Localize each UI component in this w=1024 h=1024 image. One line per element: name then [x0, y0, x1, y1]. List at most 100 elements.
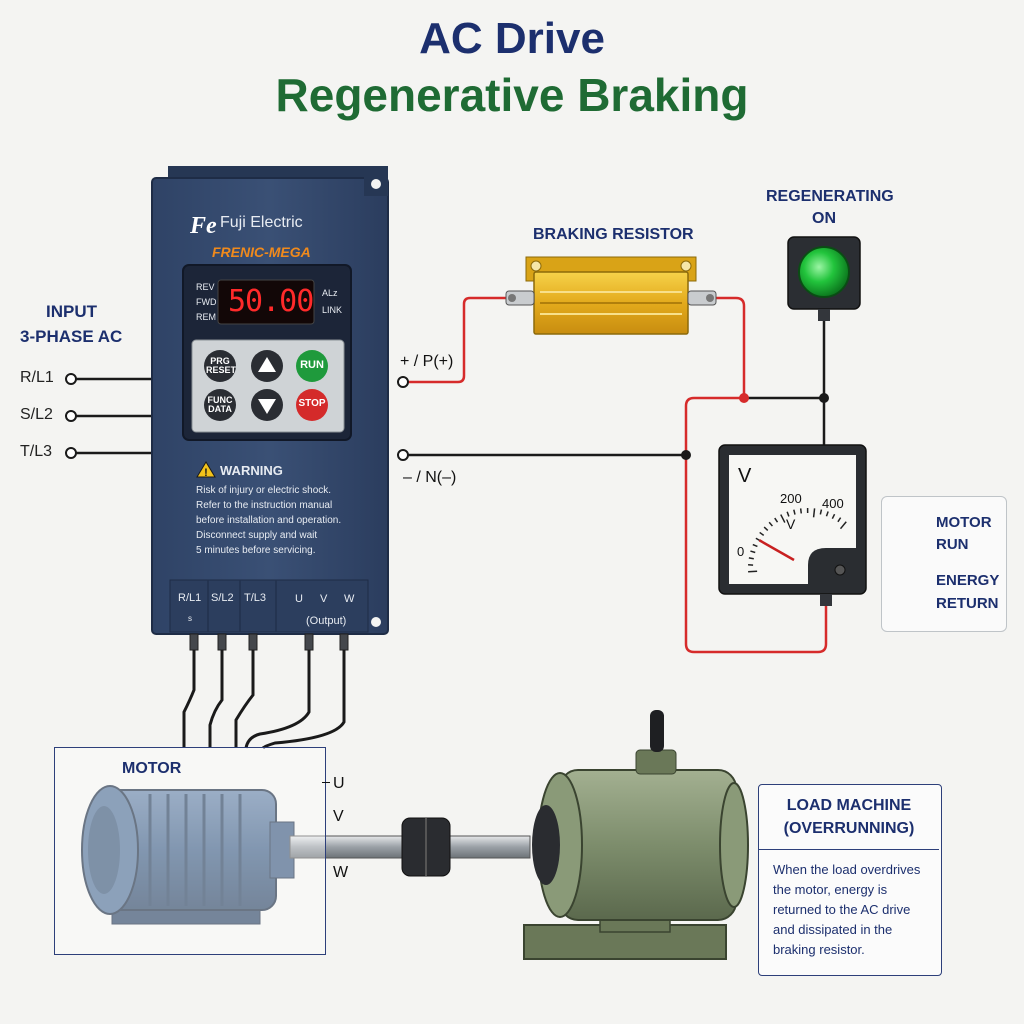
meter-tick [812, 508, 816, 518]
drive-small-mark: s [188, 614, 192, 623]
meter-tick [748, 557, 754, 560]
load-desc-3: returned to the AC drive [773, 902, 911, 917]
input-terminal-t: T/L3 [20, 443, 53, 460]
load-divider [759, 849, 939, 850]
warning-line-2: Refer to the instruction manual [196, 500, 333, 511]
dc-bus-wires [403, 296, 828, 654]
drive-output-label: (Output) [306, 615, 347, 627]
drive-terminal-t: T/L3 [244, 592, 267, 604]
warning-line-3: before installation and operation. [196, 515, 342, 526]
warning-title: WARNING [220, 463, 283, 478]
motor-phase-u: U [333, 775, 345, 792]
prg-reset-key[interactable]: PRG RESET [206, 356, 237, 375]
indicator-rem: REM [196, 312, 216, 322]
input-wires [76, 377, 152, 455]
regenerating-lamp [787, 236, 861, 321]
drive-terminal-v: V [320, 593, 328, 605]
voltmeter [718, 444, 867, 606]
dc-bus-nodes [397, 376, 829, 461]
indicator-rev: REV [196, 282, 215, 292]
input-terminal-s: S/L2 [20, 406, 53, 423]
meter-tick [748, 570, 758, 573]
dc-negative-label: – / N(–) [403, 469, 457, 486]
drive-model: FRENIC-MEGA [212, 244, 311, 260]
meter-tick [750, 550, 756, 554]
drive-terminal-s: S/L2 [211, 592, 234, 604]
meter-tick [780, 514, 786, 523]
input-terminal-circles [65, 373, 77, 459]
load-title: LOAD MACHINE [786, 797, 912, 814]
meter-scale-200: 200 [780, 491, 802, 506]
drive-bottom-terminals [189, 633, 349, 651]
meter-tick [752, 543, 758, 548]
lamp-label: REGENERATING [766, 188, 894, 205]
meter-tick [839, 521, 847, 530]
run-key[interactable]: RUN [300, 359, 324, 371]
input-label-phase: 3-PHASE AC [20, 327, 123, 346]
load-desc-5: braking resistor. [773, 942, 865, 957]
motor-phase-tick [322, 782, 330, 783]
load-desc-2: the motor, energy is [773, 882, 888, 897]
input-terminal-r: R/L1 [20, 369, 54, 386]
func-data-key[interactable]: FUNC DATA [207, 395, 233, 414]
svg-text:Fe: Fe [189, 213, 217, 239]
meter-unit: V [738, 465, 752, 487]
braking-resistor [505, 256, 717, 335]
drive-brand: Fuji Electric [220, 214, 303, 231]
legend-energy-return: ENERGY [936, 572, 1000, 589]
stop-key[interactable]: STOP [298, 398, 326, 409]
load-subtitle: (OVERRUNNING) [783, 820, 915, 837]
motor-cables [182, 650, 346, 750]
meter-tick [831, 513, 836, 520]
title-line2: Regenerative Braking [275, 69, 749, 121]
warning-line-4: Disconnect supply and wait [196, 530, 318, 541]
motor-graphic [81, 785, 295, 925]
meter-tick [786, 511, 790, 517]
motor-label: MOTOR [122, 760, 182, 777]
meter-scale-0: 0 [737, 544, 745, 559]
drive-display-value: 50.00 [228, 284, 314, 319]
legend-energy-return-2: RETURN [936, 595, 999, 612]
meter-tick [759, 531, 765, 536]
motor-phase-v: V [333, 808, 344, 825]
meter-unit-center: V [786, 516, 796, 532]
meter-tick [793, 509, 796, 515]
indicator-alm: ALz [322, 288, 338, 298]
svg-text:!: ! [204, 467, 208, 479]
motor-box [54, 747, 326, 955]
ac-drive-body: ! Fe [151, 166, 389, 635]
indicator-link: LINK [322, 305, 343, 315]
indicator-fwd: FWD [196, 297, 217, 307]
drive-terminal-w: W [344, 593, 355, 605]
warning-line-1: Risk of injury or electric shock. [196, 485, 332, 496]
up-key[interactable] [251, 350, 283, 382]
legend-motor-run: MOTOR [936, 514, 992, 531]
load-desc-4: and dissipated in the [773, 922, 893, 937]
motor-phase-w: W [333, 864, 349, 881]
load-machine-graphic [523, 710, 749, 960]
title-line1: AC Drive [419, 14, 605, 63]
meter-tick [768, 521, 773, 527]
input-label: INPUT [46, 302, 97, 321]
shaft-coupling [289, 817, 531, 877]
load-desc-1: When the load overdrives [773, 862, 921, 877]
meter-scale-400: 400 [822, 496, 844, 511]
lamp-label-state: ON [812, 210, 836, 227]
warning-line-5: 5 minutes before servicing. [196, 545, 316, 556]
braking-resistor-label: BRAKING RESISTOR [533, 226, 694, 243]
load-machine-box [758, 784, 942, 976]
meter-tick [774, 517, 779, 523]
down-key[interactable] [251, 389, 283, 421]
meter-tick [799, 508, 803, 514]
legend-motor-run-2: RUN [936, 536, 969, 553]
meter-tick [819, 509, 823, 515]
meter-tick [825, 511, 829, 517]
meter-tick [763, 526, 769, 532]
meter-tick [837, 517, 842, 523]
dc-positive-label: + / P(+) [400, 353, 454, 370]
legend-box [881, 496, 1007, 632]
drive-terminal-r: R/L1 [178, 592, 202, 604]
drive-terminal-u: U [295, 593, 303, 605]
